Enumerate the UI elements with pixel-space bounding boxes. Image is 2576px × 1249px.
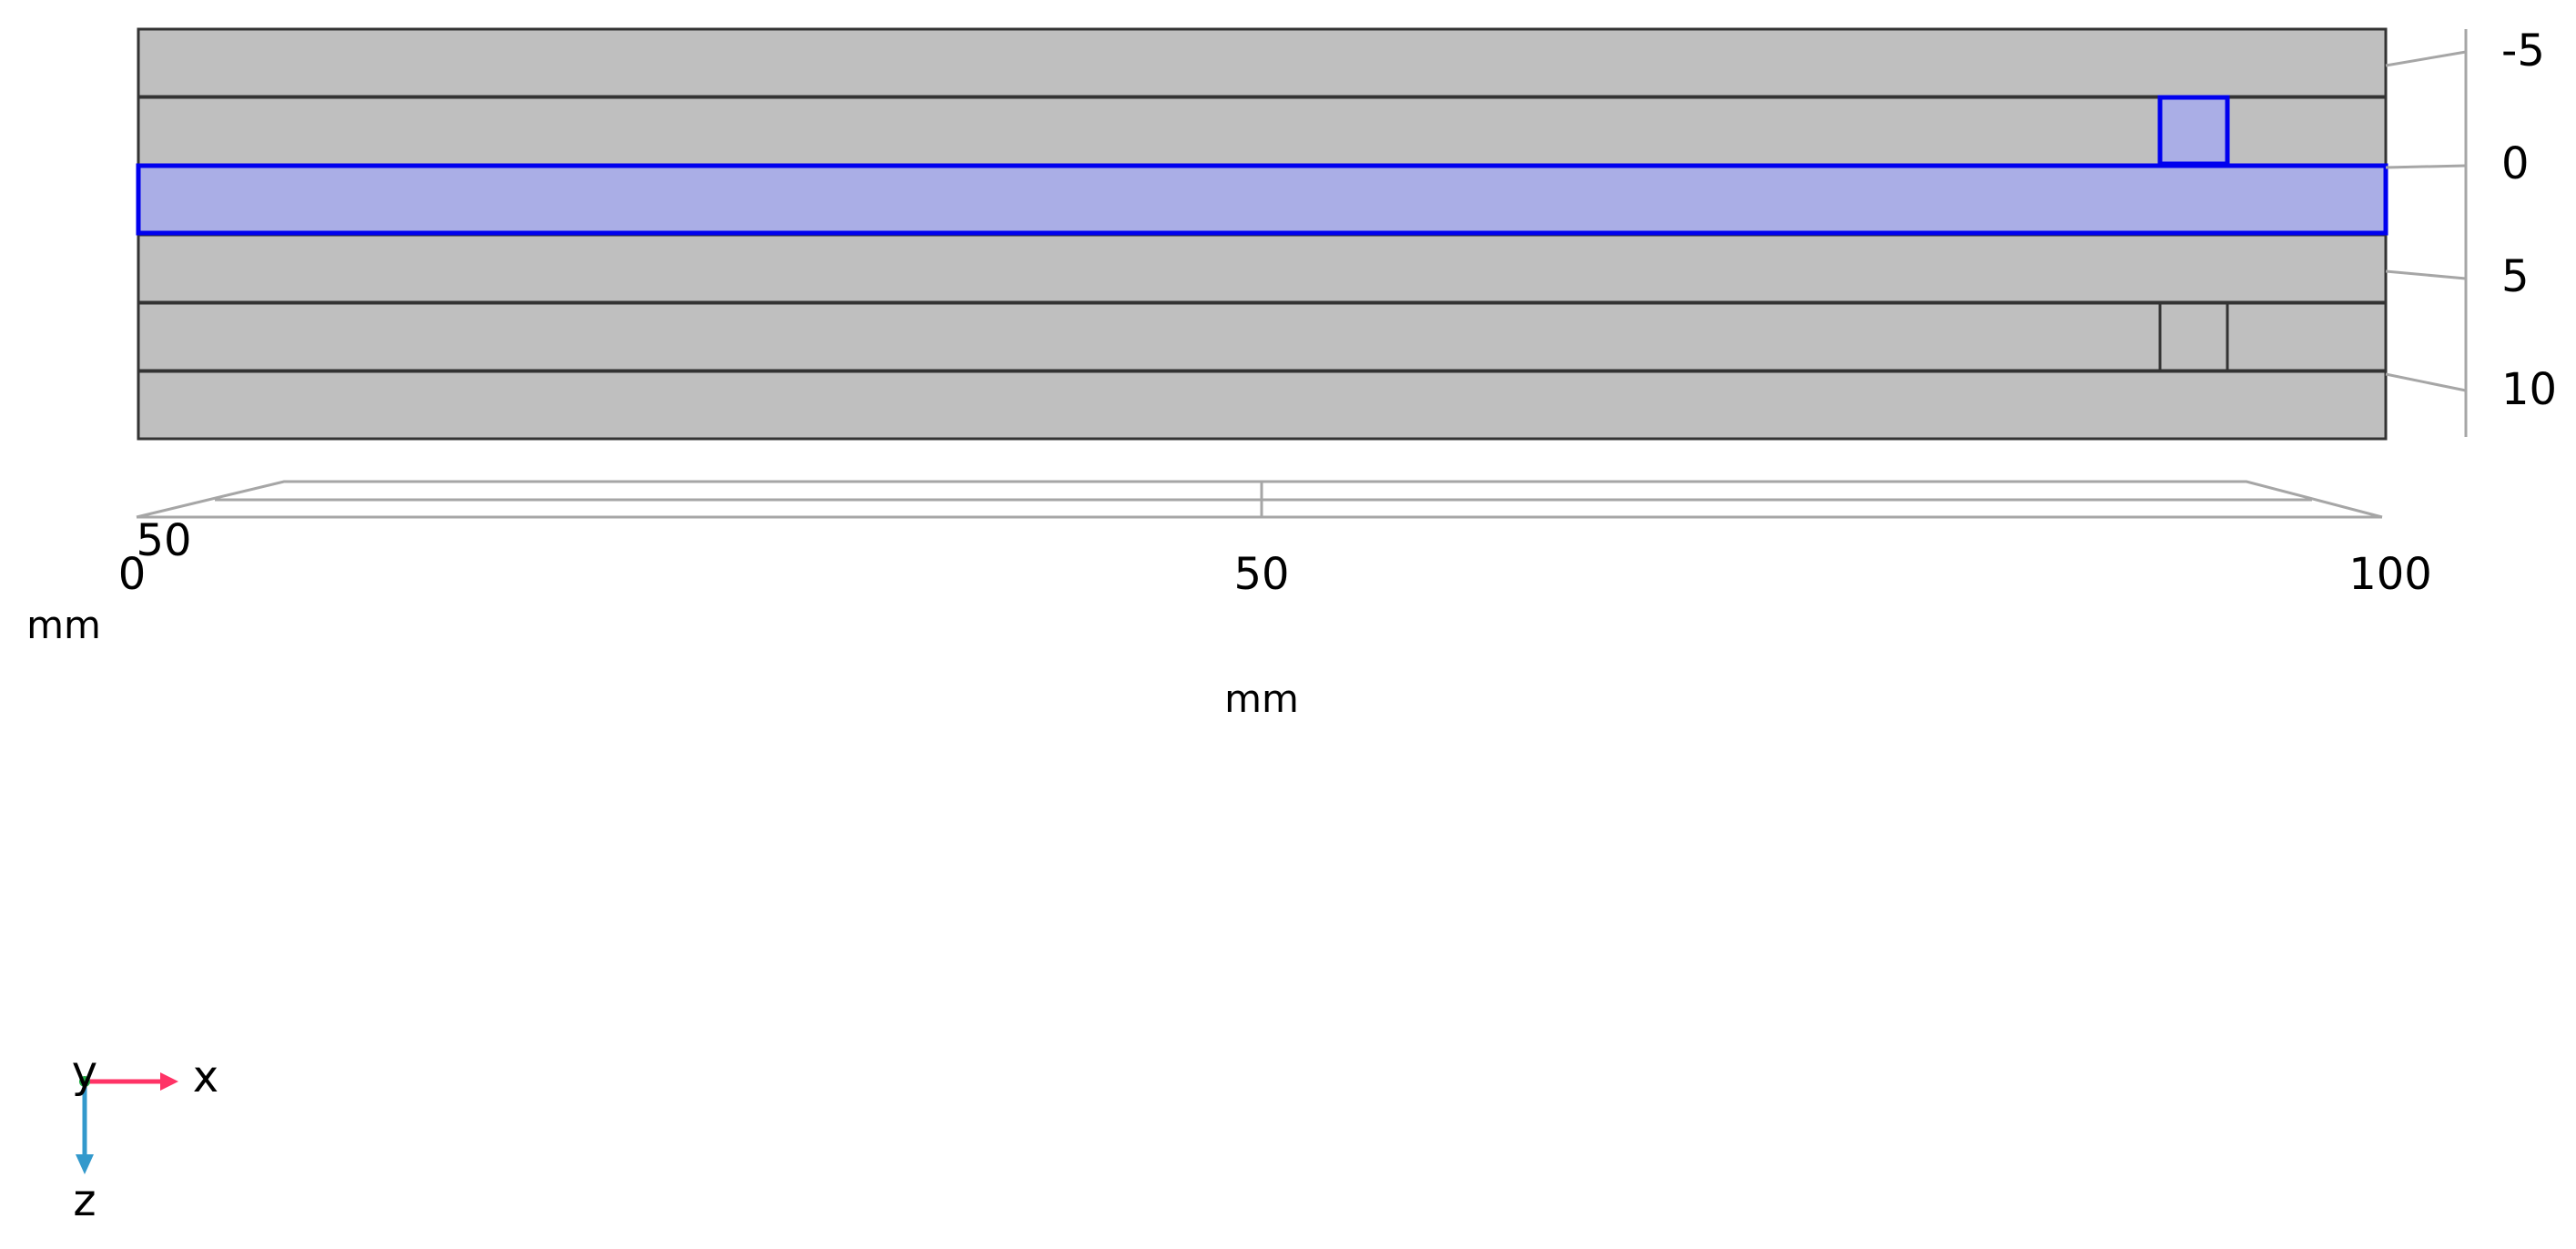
z-tick-0 — [2385, 164, 2467, 169]
layer-stack — [136, 27, 2388, 441]
triad-x-label: x — [193, 1051, 218, 1102]
x-axis-unit: mm — [1224, 676, 1299, 721]
axis-triad: y x z — [72, 1047, 218, 1226]
unselected-block[interactable] — [2158, 301, 2229, 372]
z-tick-10 — [2385, 372, 2467, 392]
layer-4[interactable] — [137, 233, 2388, 304]
z-tick-label: 0 — [2501, 138, 2530, 189]
z-tick-label: 10 — [2501, 364, 2557, 415]
selected-block[interactable] — [2157, 95, 2230, 167]
z-tick-label: 5 — [2501, 251, 2530, 302]
x-arrow-head — [160, 1072, 178, 1091]
layer-5[interactable] — [137, 301, 2388, 372]
z-arrow-head — [76, 1154, 94, 1174]
triad-z-label: z — [73, 1175, 96, 1226]
x-tick-label: 50 — [1233, 549, 1289, 600]
x-axis: 0 50 100 50 mm mm — [26, 480, 2432, 721]
z-tick-minus5 — [2385, 50, 2467, 67]
x-axis-box — [136, 480, 2383, 519]
triad-y-label: y — [72, 1047, 97, 1098]
layer-2[interactable] — [137, 96, 2388, 167]
y-axis-unit: mm — [26, 603, 101, 647]
x-tick-label: 0 — [118, 549, 147, 600]
layer-3-selected[interactable] — [136, 163, 2388, 236]
layer-6[interactable] — [137, 370, 2388, 441]
z-tick-label: -5 — [2501, 25, 2545, 76]
x-tick-label: 100 — [2348, 549, 2432, 600]
layer-1[interactable] — [137, 27, 2388, 98]
z-tick-5 — [2385, 269, 2467, 280]
z-axis: -5 0 5 10 — [2385, 25, 2557, 437]
y-tick-label: 50 — [136, 515, 191, 566]
y-axis-dot — [79, 1076, 90, 1087]
